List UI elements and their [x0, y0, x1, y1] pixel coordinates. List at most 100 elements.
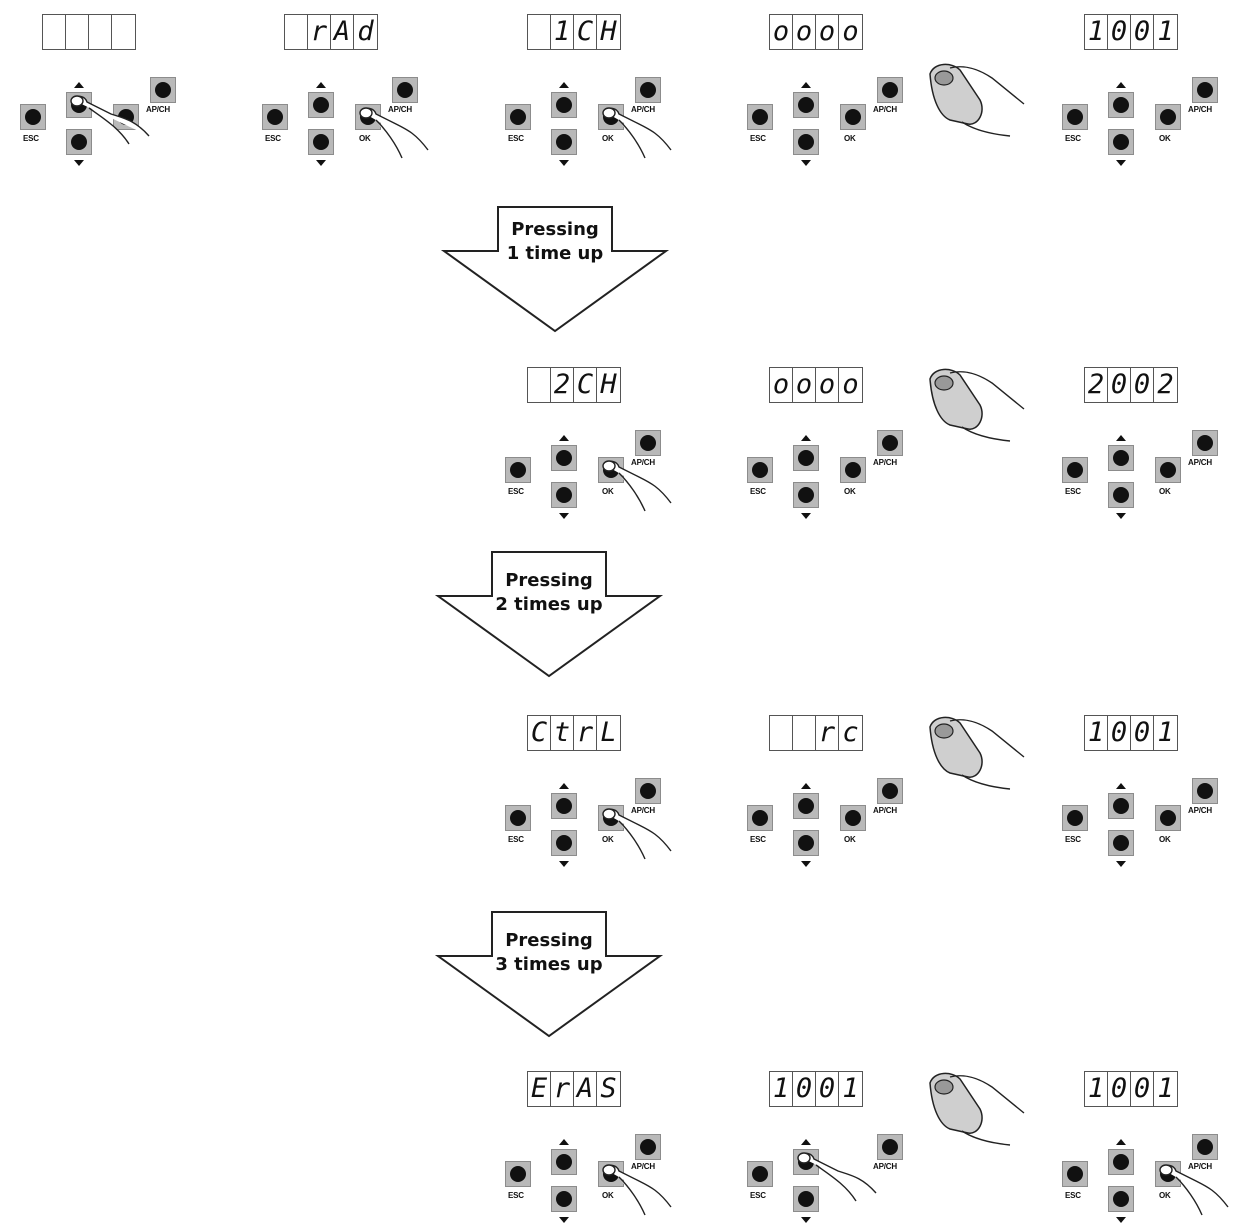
- ok-button[interactable]: [1155, 104, 1181, 130]
- ok-button[interactable]: [840, 457, 866, 483]
- down-button[interactable]: [308, 129, 334, 155]
- display: o o o o: [769, 367, 863, 403]
- arrow-up-icon: [1116, 783, 1126, 789]
- up-button[interactable]: [1108, 92, 1134, 118]
- panel-step-10: r c ESC OK AP/CH: [727, 715, 917, 867]
- digit: 1: [1085, 716, 1108, 750]
- ap-ch-button[interactable]: [635, 430, 661, 456]
- down-button[interactable]: [1108, 482, 1134, 508]
- arrow-up-icon: [801, 435, 811, 441]
- down-button[interactable]: [793, 1186, 819, 1212]
- ap-ch-button[interactable]: [877, 778, 903, 804]
- digit: [285, 15, 308, 49]
- esc-button[interactable]: [505, 1161, 531, 1187]
- ap-ch-button[interactable]: [877, 430, 903, 456]
- esc-button[interactable]: [505, 104, 531, 130]
- esc-button[interactable]: [1062, 104, 1088, 130]
- digit: 0: [793, 1072, 816, 1106]
- ap-ch-button[interactable]: [877, 1134, 903, 1160]
- digit: 1: [770, 1072, 793, 1106]
- digit: S: [600, 1073, 617, 1104]
- display: 2 C H: [527, 367, 621, 403]
- ap-ch-button[interactable]: [635, 1134, 661, 1160]
- arrow-down-icon: [801, 513, 811, 519]
- up-button[interactable]: [1108, 445, 1134, 471]
- up-button[interactable]: [1108, 1149, 1134, 1175]
- arrow-up-icon: [1116, 82, 1126, 88]
- esc-label: ESC: [1065, 1191, 1081, 1200]
- up-button[interactable]: [551, 1149, 577, 1175]
- arrow-up-icon: [559, 435, 569, 441]
- down-button[interactable]: [793, 830, 819, 856]
- pressing-hand-icon: [1159, 1164, 1229, 1216]
- down-button[interactable]: [793, 482, 819, 508]
- arrow-up-icon: [316, 82, 326, 88]
- ok-label: OK: [1159, 487, 1171, 496]
- esc-button[interactable]: [747, 104, 773, 130]
- ap-ch-button[interactable]: [1192, 778, 1218, 804]
- esc-button[interactable]: [1062, 805, 1088, 831]
- esc-label: ESC: [1065, 134, 1081, 143]
- digit: 1: [842, 1073, 859, 1104]
- remote-control-icon: [929, 368, 1025, 442]
- digit: L: [600, 717, 617, 748]
- panel-step-6: 2 C H ESC OK AP/CH: [485, 367, 675, 519]
- esc-label: ESC: [23, 134, 39, 143]
- arrow-label-line1: Pressing: [505, 570, 593, 591]
- down-button[interactable]: [551, 482, 577, 508]
- up-button[interactable]: [793, 445, 819, 471]
- down-button[interactable]: [551, 1186, 577, 1212]
- up-button[interactable]: [551, 92, 577, 118]
- ap-ch-button[interactable]: [877, 77, 903, 103]
- arrow-up-icon: [74, 82, 84, 88]
- up-button[interactable]: [793, 793, 819, 819]
- display: 1 0 0 1: [1084, 715, 1178, 751]
- digit: A: [574, 1072, 597, 1106]
- ap-ch-button[interactable]: [1192, 430, 1218, 456]
- esc-button[interactable]: [747, 457, 773, 483]
- down-button[interactable]: [1108, 1186, 1134, 1212]
- up-button[interactable]: [551, 445, 577, 471]
- ap-ch-button[interactable]: [392, 77, 418, 103]
- ap-ch-button[interactable]: [635, 778, 661, 804]
- arrow-down-icon: [559, 1217, 569, 1223]
- arrow-down-icon: [801, 1217, 811, 1223]
- up-button[interactable]: [793, 92, 819, 118]
- ok-label: OK: [844, 835, 856, 844]
- down-button[interactable]: [551, 830, 577, 856]
- esc-button[interactable]: [1062, 457, 1088, 483]
- esc-button[interactable]: [20, 104, 46, 130]
- esc-label: ESC: [750, 134, 766, 143]
- up-button[interactable]: [308, 92, 334, 118]
- ap-ch-button[interactable]: [635, 77, 661, 103]
- digit: [528, 15, 551, 49]
- ap-ch-button[interactable]: [1192, 1134, 1218, 1160]
- up-button[interactable]: [551, 793, 577, 819]
- down-button[interactable]: [1108, 129, 1134, 155]
- ap-ch-button[interactable]: [1192, 77, 1218, 103]
- down-button[interactable]: [551, 129, 577, 155]
- display: r c: [769, 715, 863, 751]
- ok-button[interactable]: [1155, 457, 1181, 483]
- arrow-down-icon: [1116, 861, 1126, 867]
- digit: o: [793, 368, 816, 402]
- arrow-down-icon: [559, 513, 569, 519]
- down-button[interactable]: [1108, 830, 1134, 856]
- remote-control-icon: [929, 1072, 1025, 1146]
- digit: 1: [1085, 1072, 1108, 1106]
- esc-button[interactable]: [747, 1161, 773, 1187]
- panel-step-1: ESC AP/CH: [0, 14, 190, 166]
- esc-button[interactable]: [747, 805, 773, 831]
- arrow-up-icon: [559, 82, 569, 88]
- esc-button[interactable]: [505, 805, 531, 831]
- up-button[interactable]: [1108, 793, 1134, 819]
- ok-button[interactable]: [1155, 805, 1181, 831]
- ap-ch-button[interactable]: [150, 77, 176, 103]
- ok-button[interactable]: [840, 805, 866, 831]
- down-button[interactable]: [793, 129, 819, 155]
- ok-button[interactable]: [840, 104, 866, 130]
- esc-button[interactable]: [1062, 1161, 1088, 1187]
- esc-button[interactable]: [505, 457, 531, 483]
- down-button[interactable]: [66, 129, 92, 155]
- esc-button[interactable]: [262, 104, 288, 130]
